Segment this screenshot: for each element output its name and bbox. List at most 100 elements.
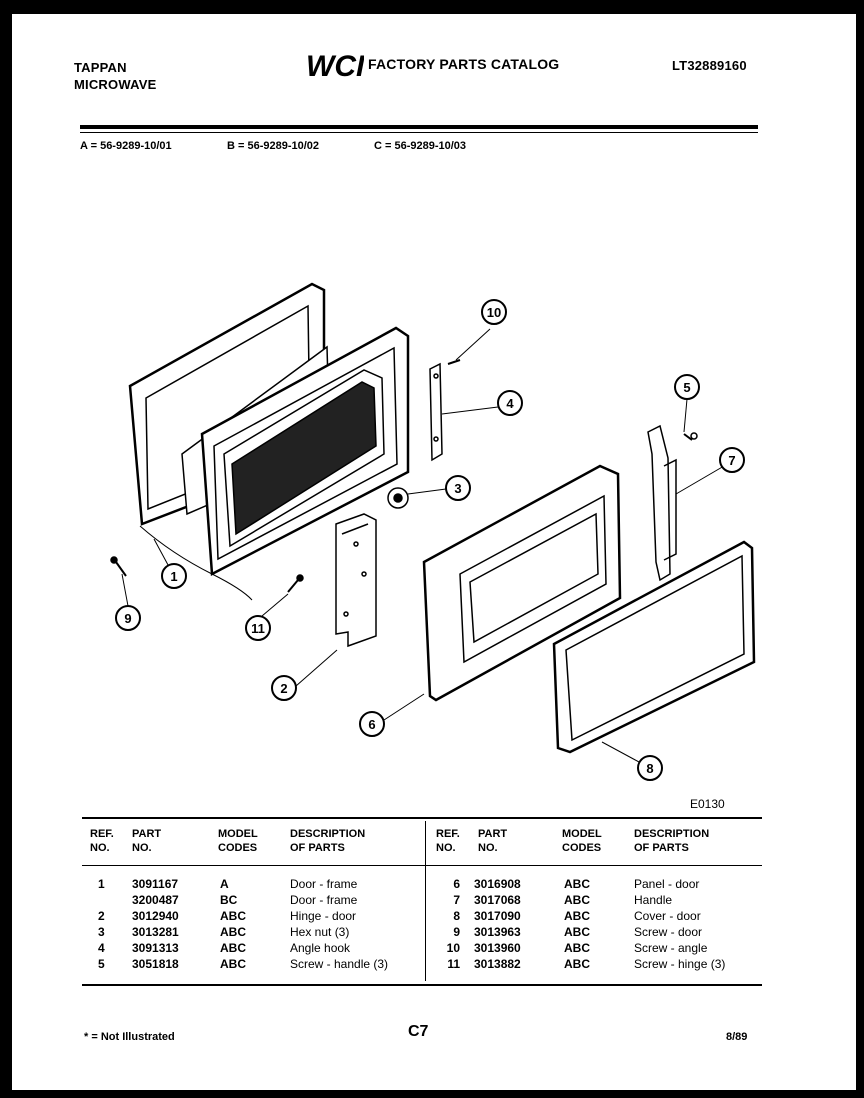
left-desc-column: Door - frame Door - frame Hinge - door H… (290, 876, 388, 972)
table-cell-model: BC (220, 893, 238, 907)
table-cell-ref: 10 (446, 941, 460, 955)
handle-part (647, 424, 677, 582)
table-cell-part: 3012940 (132, 909, 179, 923)
page-number: C7 (408, 1023, 429, 1040)
callout-7: 7 (719, 447, 745, 473)
table-cell-model: ABC (564, 941, 590, 955)
hinge-part (335, 513, 377, 648)
table-cell-model: ABC (564, 893, 590, 907)
table-cell-part: 3017090 (474, 909, 521, 923)
header-model-right: MODEL CODES (562, 828, 602, 854)
right-model-column: ABC ABC ABC ABC ABC ABC (564, 876, 590, 972)
callout-10: 10 (481, 299, 507, 325)
table-cell-model: ABC (564, 877, 590, 891)
door-panel-part (422, 464, 622, 702)
table-cell-part: 3016908 (474, 877, 521, 891)
exploded-parts-diagram: 1 2 3 4 5 6 7 8 9 10 11 (110, 282, 756, 781)
header-desc-left: DESCRIPTION OF PARTS (290, 828, 366, 854)
table-cell-model: ABC (564, 925, 590, 939)
callout-2: 2 (271, 675, 297, 701)
callout-11: 11 (245, 615, 271, 641)
variant-c: C = 56-9289-10/03 (374, 140, 467, 152)
table-cell-ref: 5 (98, 957, 105, 971)
table-cell-model: ABC (220, 925, 246, 939)
table-cell-ref: 6 (453, 877, 460, 891)
svg-text:8: 8 (646, 761, 653, 776)
table-cell-desc: Cover - door (634, 909, 701, 923)
model-number: LT32889160 (672, 58, 747, 73)
table-header-rule (82, 865, 762, 866)
right-ref-column: 6 7 8 9 10 11 (438, 876, 460, 972)
door-frame-part (128, 282, 410, 601)
parts-table: REF. NO. PART NO. MODEL CODES DESCRIPTIO… (82, 817, 762, 987)
svg-text:1: 1 (170, 569, 177, 584)
variant-a: A = 56-9289-10/01 (80, 140, 172, 152)
svg-text:4: 4 (506, 396, 514, 411)
svg-text:3: 3 (454, 481, 461, 496)
svg-text:2: 2 (280, 681, 287, 696)
diagram-code: E0130 (690, 797, 725, 811)
table-cell-desc: Screw - door (634, 925, 703, 939)
svg-text:9: 9 (124, 611, 131, 626)
table-cell-ref: 3 (98, 925, 105, 939)
svg-text:6: 6 (368, 717, 375, 732)
table-cell-part: 3013963 (474, 925, 521, 939)
footnote: * = Not Illustrated (84, 1031, 175, 1043)
callout-3: 3 (445, 475, 471, 501)
header-part-right: PART NO. (478, 828, 508, 854)
table-cell-desc: Angle hook (290, 941, 351, 955)
left-model-column: A BC ABC ABC ABC ABC (220, 876, 246, 972)
table-cell-ref: 1 (98, 877, 105, 891)
table-cell-desc: Hinge - door (290, 909, 357, 923)
svg-text:7: 7 (728, 453, 735, 468)
door-screw-part (110, 556, 127, 577)
table-cell-ref: 7 (453, 893, 460, 907)
brand-name: TAPPAN (74, 60, 127, 75)
callout-5: 5 (674, 374, 700, 400)
table-bottom-rule (82, 984, 762, 986)
wci-logo: WCI (306, 50, 364, 82)
table-cell-ref: 2 (98, 909, 105, 923)
table-cell-part: 3091167 (132, 877, 179, 891)
table-cell-model: ABC (220, 941, 246, 955)
table-cell-ref: 9 (453, 925, 460, 939)
svg-text:5: 5 (683, 380, 690, 395)
table-cell-part: 3051818 (132, 957, 179, 971)
parts-catalog-page: TAPPAN MICROWAVE WCI FACTORY PARTS CATAL… (12, 14, 856, 1090)
table-cell-desc: Door - frame (290, 877, 358, 891)
table-divider (425, 821, 426, 981)
table-top-rule (82, 817, 762, 819)
table-cell-ref (98, 892, 105, 908)
door-cover-part (552, 540, 756, 754)
table-cell-part: 3091313 (132, 941, 179, 955)
table-cell-desc: Panel - door (634, 877, 700, 891)
callout-8: 8 (637, 755, 663, 781)
table-cell-part: 3013960 (474, 941, 521, 955)
leader-lines (121, 328, 725, 763)
callout-6: 6 (359, 711, 385, 737)
left-part-column: 3091167 3200487 3012940 3013281 3091313 … (132, 876, 179, 972)
table-cell-ref: 4 (98, 941, 105, 955)
header-rule (80, 125, 758, 129)
table-cell-part: 3200487 (132, 893, 179, 907)
table-cell-part: 3013882 (474, 957, 521, 971)
table-cell-desc: Door - frame (290, 893, 358, 907)
product-type: MICROWAVE (74, 77, 157, 92)
catalog-title: FACTORY PARTS CATALOG (368, 56, 560, 72)
header-desc-right: DESCRIPTION OF PARTS (634, 828, 710, 854)
header-part-left: PART NO. (132, 828, 162, 854)
table-cell-desc: Screw - handle (3) (290, 957, 389, 971)
left-ref-column: 1 2 3 4 5 (98, 876, 105, 972)
table-cell-ref: 11 (447, 957, 460, 971)
table-cell-desc: Screw - angle (634, 941, 708, 955)
callout-4: 4 (497, 390, 523, 416)
right-desc-column: Panel - door Handle Cover - door Screw -… (634, 876, 725, 972)
handle-screw-part (683, 432, 698, 441)
logo-text: WCI (306, 50, 364, 82)
table-cell-ref: 8 (453, 909, 460, 923)
table-cell-model: ABC (220, 957, 246, 971)
variant-b: B = 56-9289-10/02 (227, 140, 320, 152)
hex-nut-part (387, 487, 409, 509)
hinge-screw-part (287, 574, 304, 593)
table-cell-model: ABC (564, 909, 590, 923)
